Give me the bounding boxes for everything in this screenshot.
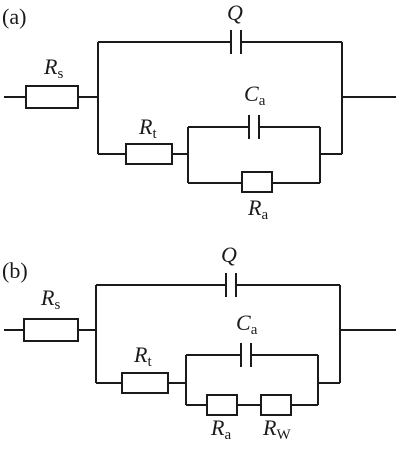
- panel-label-a: (a): [2, 4, 26, 29]
- circuit-b-label-q: Q: [221, 242, 237, 267]
- circuit-a-label-ra: Ra: [247, 195, 268, 223]
- circuit-b: (b) Rs Q Rt Ca Ra RW: [2, 242, 396, 443]
- circuit-b-label-rs: Rs: [40, 285, 60, 313]
- circuit-b-resistor-rs: [23, 318, 79, 342]
- circuit-a-resistor-ra: [241, 171, 273, 193]
- circuit-b-label-rw: RW: [262, 415, 291, 443]
- circuit-a-label-rs: Rs: [43, 54, 63, 82]
- circuit-b-label-ca: Ca: [236, 310, 258, 338]
- circuit-b-resistor-ra: [206, 394, 238, 416]
- circuit-b-label-rt: Rt: [133, 342, 152, 370]
- circuit-b-resistor-rt: [121, 372, 169, 394]
- circuit-a-resistor-rt: [125, 143, 173, 165]
- circuit-a-label-ca: Ca: [244, 81, 266, 109]
- circuit-a-label-q: Q: [227, 0, 243, 25]
- circuit-b-resistor-rw: [260, 394, 292, 416]
- circuit-b-label-ra: Ra: [210, 415, 231, 443]
- panel-label-b: (b): [2, 258, 28, 283]
- circuit-a: (a) Rs Q Rt Ca Ra: [2, 0, 396, 223]
- circuit-a-label-rt: Rt: [138, 114, 157, 142]
- circuit-a-resistor-rs: [25, 85, 79, 109]
